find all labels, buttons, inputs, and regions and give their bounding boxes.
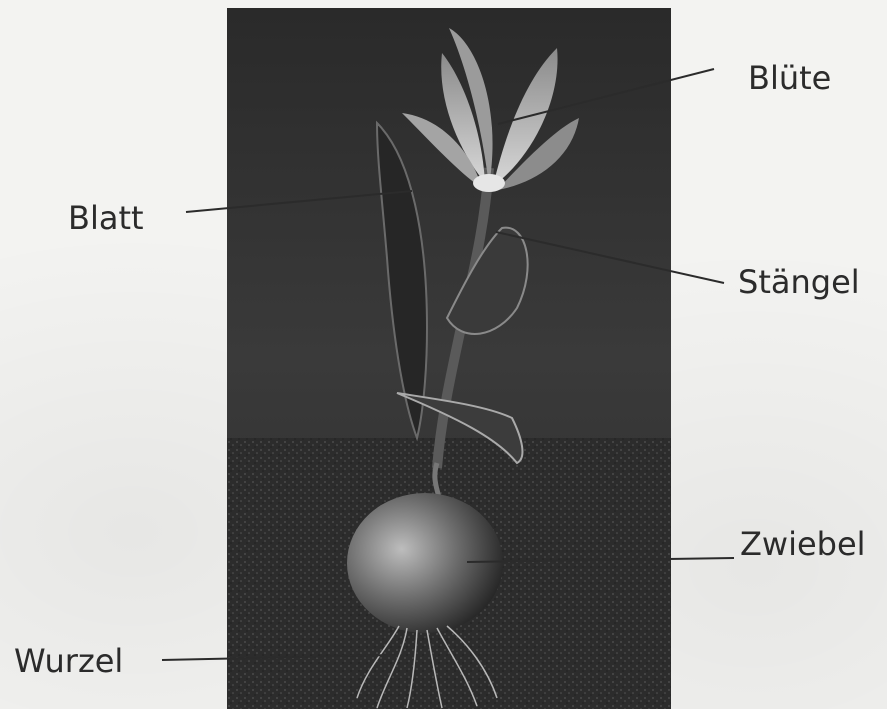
label-blatt: Blatt bbox=[68, 202, 144, 234]
label-bluete: Blüte bbox=[748, 62, 831, 94]
label-wurzel: Wurzel bbox=[14, 645, 123, 677]
label-staengel: Stängel bbox=[738, 266, 860, 298]
label-zwiebel: Zwiebel bbox=[740, 528, 866, 560]
plant-photo bbox=[227, 8, 671, 709]
